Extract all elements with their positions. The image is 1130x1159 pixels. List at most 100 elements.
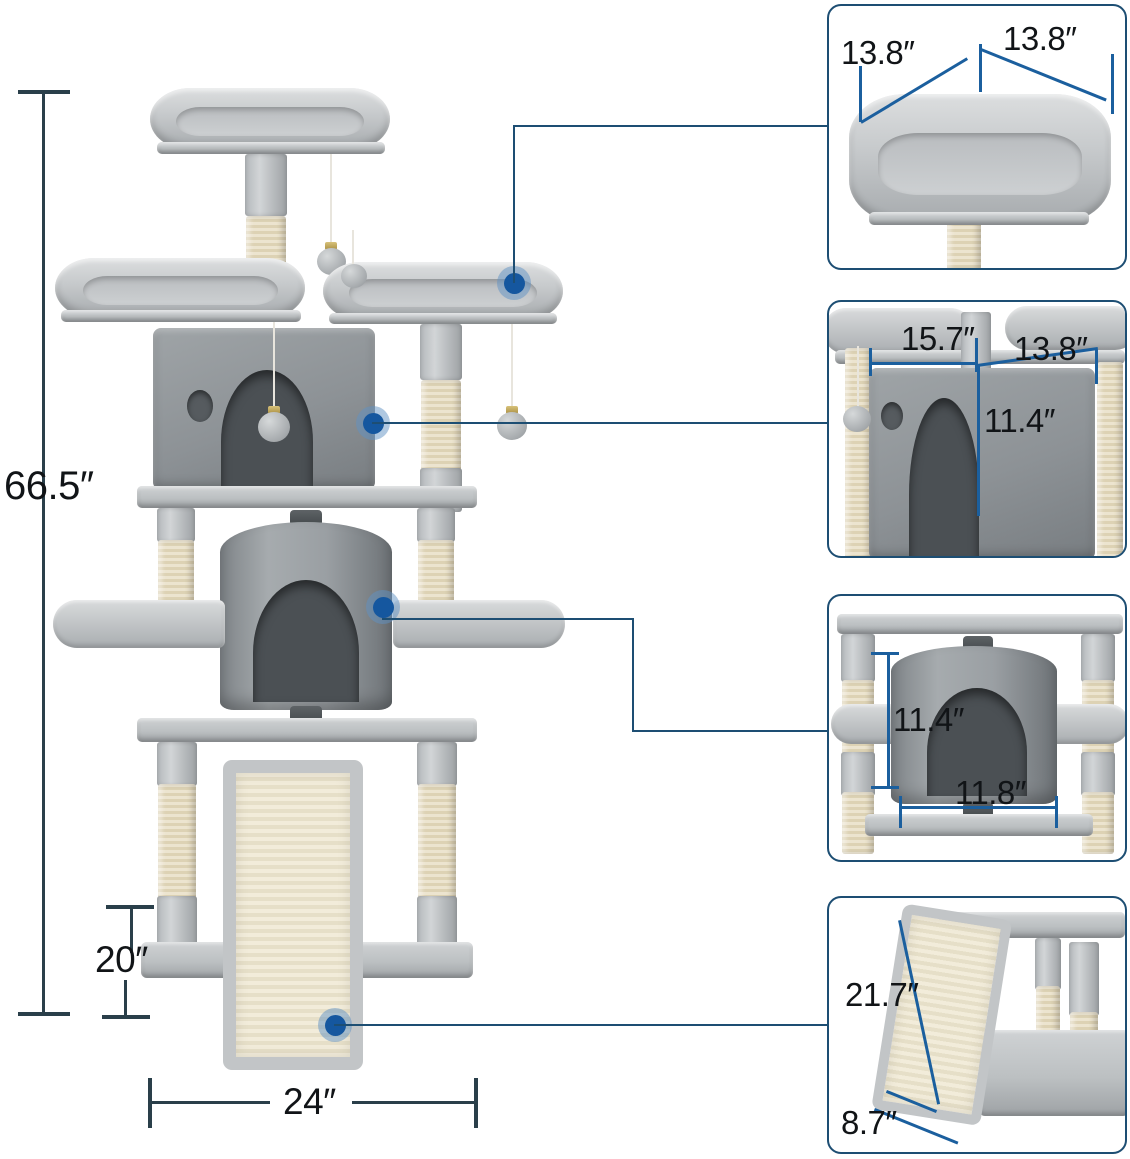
panel-plush-bed[interactable]: 13.8″ 13.8″ bbox=[827, 4, 1127, 270]
cylinder-height-cap-bottom bbox=[871, 786, 899, 789]
right-toy-cap bbox=[506, 406, 518, 414]
base-rule-top bbox=[130, 905, 133, 953]
bed-depth-label: 13.8″ bbox=[841, 34, 915, 71]
top-perch-plank bbox=[157, 142, 385, 154]
detail-cyl-post-right-bottom bbox=[1081, 752, 1115, 796]
top-perch-post-upper bbox=[245, 154, 287, 216]
right-curved-perch bbox=[393, 600, 565, 648]
condo-toy-ball bbox=[258, 412, 290, 442]
detail-ramp-post-b-top bbox=[1069, 942, 1099, 1016]
right-bed-toy-ball bbox=[341, 264, 367, 288]
cylinder-width-cap-left bbox=[899, 796, 902, 828]
cylinder-width-cap-right bbox=[1055, 796, 1058, 828]
panel-square-condo[interactable]: 15.7″ 13.8″ 11.4″ bbox=[827, 300, 1127, 558]
cylinder-height-rule bbox=[887, 652, 890, 788]
right-bed-post-sisal bbox=[421, 380, 461, 472]
right-bed-toy-string bbox=[352, 230, 354, 268]
bed-width-label: 13.8″ bbox=[1003, 20, 1077, 57]
mid-lower-shelf bbox=[137, 718, 477, 742]
condo-toy-string bbox=[273, 322, 275, 410]
width-rule-right bbox=[352, 1101, 478, 1104]
detail-condo-top-bed-left bbox=[829, 308, 973, 354]
right-bed-post-upper bbox=[420, 324, 462, 380]
height-rule bbox=[42, 90, 45, 1015]
detail-cyl-post-right-top bbox=[1081, 634, 1115, 682]
cylinder-diameter-label: 11.8″ bbox=[955, 774, 1026, 811]
panel-cylinder-condo[interactable]: 11.4″ 11.8″ bbox=[827, 594, 1127, 862]
bed-width-cap-right bbox=[1111, 54, 1114, 114]
panel-plush-bed-art bbox=[829, 6, 1125, 268]
detail-cylinder-door bbox=[927, 688, 1027, 796]
leader-cylinder-bottom bbox=[632, 730, 834, 732]
detail-cyl-base bbox=[865, 814, 1093, 836]
condo-width-label: 15.7″ bbox=[901, 320, 975, 357]
detail-condo-post-right bbox=[1097, 362, 1123, 556]
detail-ramp-post-a-top bbox=[1035, 938, 1061, 990]
leader-ramp bbox=[334, 1024, 834, 1026]
panel-sisal-ramp[interactable]: 21.7″ 8.7″ bbox=[827, 896, 1127, 1154]
condo-height-rule bbox=[977, 366, 980, 516]
condo-width-cap-left bbox=[869, 348, 872, 376]
detail-condo-toy-ball bbox=[843, 406, 871, 432]
cylinder-height-cap-top bbox=[871, 652, 899, 655]
detail-cyl-top-shelf bbox=[837, 614, 1123, 634]
base-rule-bottom bbox=[124, 980, 127, 1018]
lower-post-right-bottom bbox=[417, 896, 457, 948]
width-rule-left bbox=[148, 1101, 270, 1104]
detail-cyl-post-left-bottom bbox=[841, 752, 875, 796]
top-toy-string bbox=[330, 154, 332, 246]
base-cap-bottom bbox=[102, 1015, 150, 1019]
bed-depth-cap-left bbox=[859, 66, 862, 122]
detail-condo-door bbox=[909, 398, 979, 556]
mid-post-right-sisal bbox=[418, 540, 454, 604]
ramp-length-label: 21.7″ bbox=[845, 976, 919, 1013]
leader-cylinder-top bbox=[382, 618, 634, 620]
detail-condo-body bbox=[869, 368, 1095, 556]
leader-cylinder-vertical bbox=[632, 618, 634, 732]
right-toy-ball bbox=[497, 412, 527, 440]
lower-post-left-top bbox=[157, 742, 197, 786]
right-toy-string bbox=[511, 324, 513, 410]
mid-post-right-top bbox=[417, 508, 455, 542]
base-height-label: 20″ bbox=[95, 939, 148, 980]
leader-top-perch-vertical bbox=[513, 125, 515, 283]
condo-depth-label: 13.8″ bbox=[1014, 330, 1088, 367]
panel-square-condo-art bbox=[829, 302, 1125, 556]
detail-condo-toy-string bbox=[857, 346, 859, 408]
height-cap-bottom bbox=[18, 1012, 70, 1016]
leader-top-perch-horizontal bbox=[513, 125, 833, 127]
condo-width-cap-right bbox=[975, 338, 978, 372]
cat-tree-illustration bbox=[45, 70, 625, 1090]
detail-ramp-base bbox=[979, 1030, 1125, 1116]
cylinder-height-label: 11.4″ bbox=[893, 701, 964, 738]
detail-condo-peephole bbox=[881, 402, 903, 430]
lower-post-right-top bbox=[417, 742, 457, 786]
left-perch-bed bbox=[55, 258, 305, 318]
width-cap-right bbox=[474, 1078, 478, 1128]
lower-post-right-sisal bbox=[418, 784, 456, 900]
ramp-width-label: 8.7″ bbox=[841, 1104, 897, 1141]
square-condo-peephole bbox=[187, 390, 213, 422]
lower-post-left-bottom bbox=[157, 896, 197, 948]
leader-square-condo bbox=[372, 422, 834, 424]
condo-height-label: 11.4″ bbox=[984, 402, 1055, 439]
overall-width-label: 24″ bbox=[283, 1081, 336, 1122]
top-perch-bed bbox=[150, 88, 390, 150]
detail-bed bbox=[849, 94, 1111, 224]
cylinder-condo-door bbox=[253, 580, 359, 702]
detail-cyl-perch-right bbox=[1051, 704, 1125, 744]
condo-depth-cap-right bbox=[1095, 350, 1098, 384]
mid-post-left-sisal bbox=[158, 540, 194, 604]
detail-bed-plank bbox=[869, 212, 1089, 225]
mid-upper-shelf bbox=[137, 486, 477, 508]
cylinder-width-rule bbox=[899, 806, 1057, 809]
overall-height-label: 66.5″ bbox=[4, 464, 94, 508]
panel-cylinder-condo-art bbox=[829, 596, 1125, 860]
panel-sisal-ramp-art bbox=[829, 898, 1125, 1152]
detail-condo-top-bed-right bbox=[1005, 306, 1125, 350]
bed-depth-cap-right bbox=[979, 44, 982, 92]
condo-toy-cap bbox=[268, 406, 280, 414]
lower-post-left-sisal bbox=[158, 784, 196, 900]
left-perch-plank bbox=[61, 310, 301, 322]
